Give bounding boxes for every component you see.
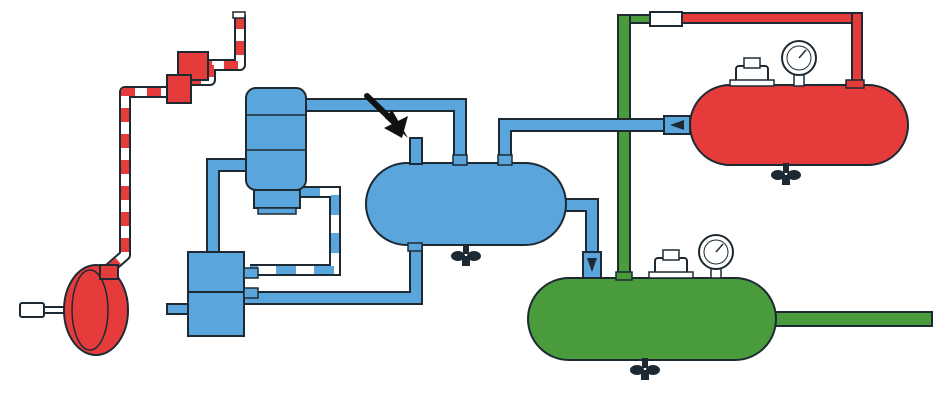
drain-valve-supply[interactable] (451, 244, 481, 266)
supply-tank (365, 137, 567, 266)
brake-chamber (19, 264, 129, 356)
supply-lines (166, 98, 690, 315)
supply-tank-fitting (409, 137, 423, 165)
check-valve-primary (663, 115, 691, 135)
compressor (245, 87, 307, 215)
safety-valve-secondary[interactable] (648, 249, 694, 279)
secondary-line (617, 14, 933, 327)
safety-valve-primary[interactable] (729, 57, 775, 87)
pressure-gauge-secondary (698, 234, 734, 279)
primary-tank (663, 40, 909, 185)
secondary-tank (527, 234, 777, 380)
pressure-gauge-primary (781, 40, 817, 87)
pointer-arrow-icon (364, 93, 408, 138)
brake-line (104, 11, 246, 275)
check-valve-secondary (582, 251, 602, 279)
governor (187, 251, 259, 337)
drain-valve-primary[interactable] (771, 163, 801, 185)
drain-valve-secondary[interactable] (630, 358, 660, 380)
